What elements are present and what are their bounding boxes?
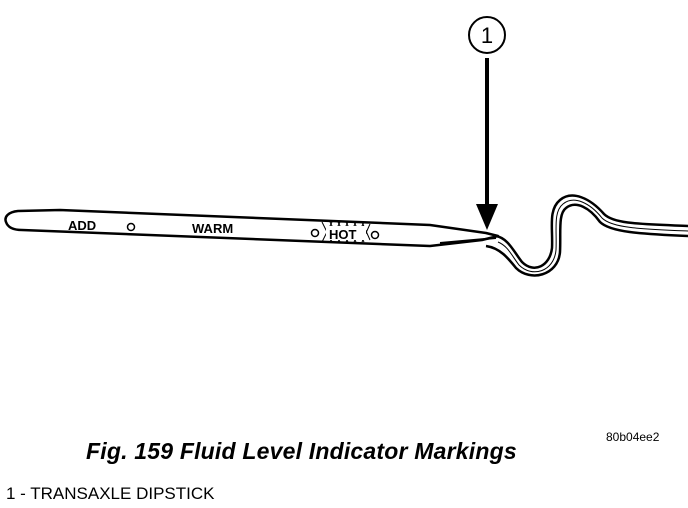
hot-max-hole — [370, 230, 380, 240]
figure-reference-code: 80b04ee2 — [606, 430, 660, 444]
hot-marking-label: HOT — [329, 227, 357, 242]
dipstick-diagram: ADD WARM HOT 1 — [4, 16, 688, 277]
dipstick-handle-mid — [497, 199, 688, 273]
dipstick-handle-outer — [495, 194, 688, 269]
dipstick-handle-inner — [485, 203, 688, 277]
add-marking-label: ADD — [68, 218, 96, 233]
figure-caption: Fig. 159 Fluid Level Indicator Markings — [86, 438, 517, 464]
callout-arrowhead — [476, 204, 498, 230]
callout-circle — [468, 16, 506, 54]
add-level-hole — [126, 222, 136, 232]
callout-number: 1 — [481, 23, 493, 48]
warm-marking-label: WARM — [192, 221, 233, 236]
hot-min-hole — [310, 228, 320, 238]
legend-item-1: 1 - TRANSAXLE DIPSTICK — [6, 484, 215, 503]
dipstick-blade-edge — [439, 237, 497, 244]
hot-crosshatch-zone — [321, 221, 371, 243]
